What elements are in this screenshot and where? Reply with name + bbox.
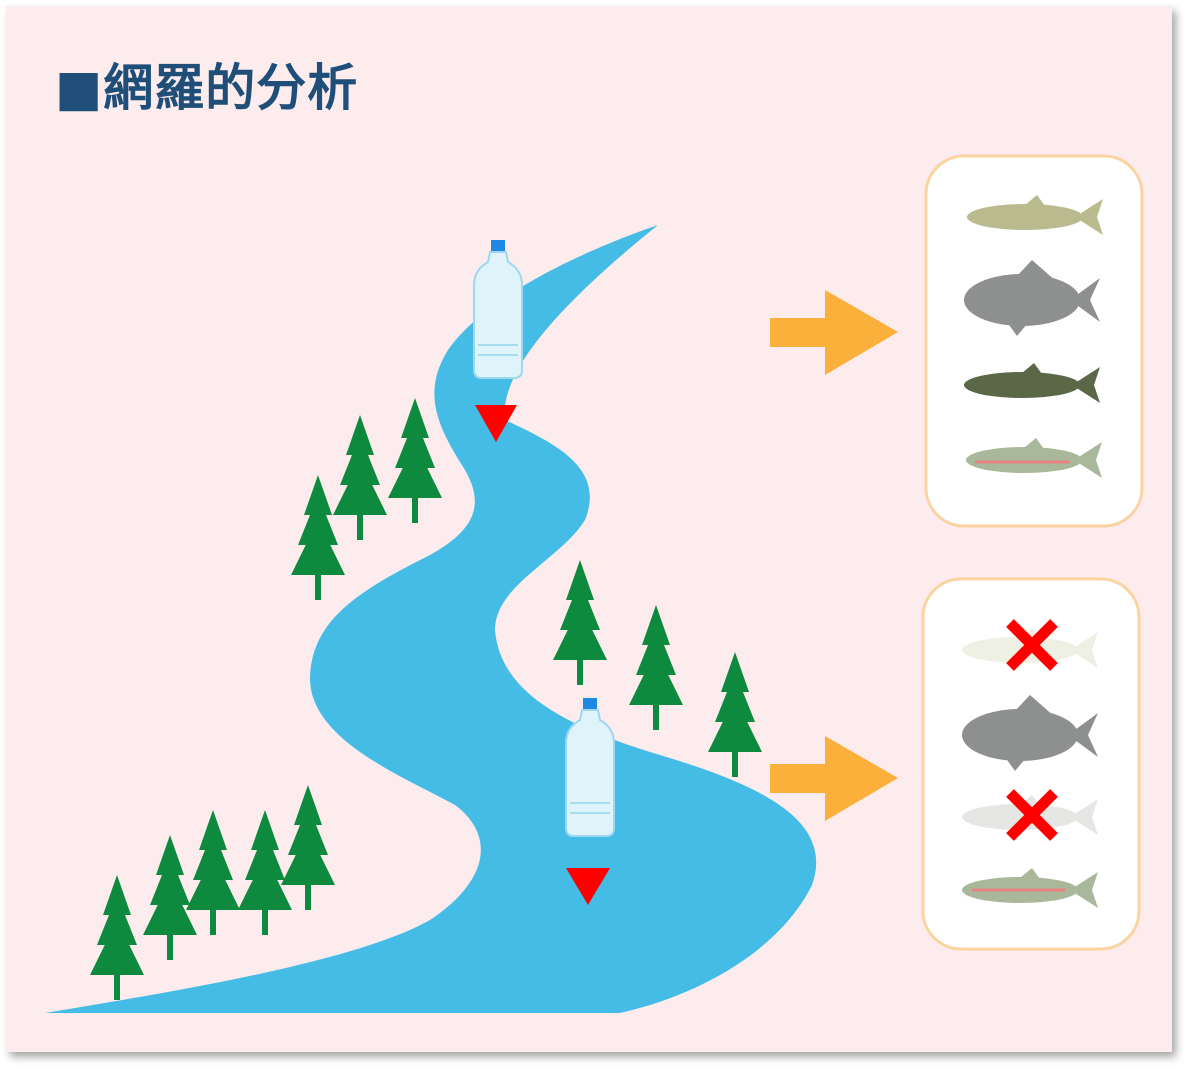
- sampling-point-marker-icon: [566, 868, 610, 905]
- tree-icon: [143, 835, 197, 960]
- river: [45, 225, 817, 1013]
- arrow-right-icon: [770, 290, 898, 375]
- water-bottle-icon: [565, 697, 615, 837]
- tree-icon: [281, 785, 335, 910]
- tree-icon: [388, 398, 442, 523]
- page-title: ■網羅的分析: [55, 59, 359, 117]
- tree-icon: [629, 605, 683, 730]
- tree-icon: [238, 810, 292, 935]
- tree-icon: [333, 415, 387, 540]
- water-bottle-icon: [473, 239, 523, 379]
- tree-icon: [708, 652, 762, 777]
- tree-icon: [553, 560, 607, 685]
- tree-icon: [90, 875, 144, 1000]
- sampling-point-marker-icon: [475, 405, 517, 442]
- upstream-result-box: [924, 154, 1144, 528]
- arrow-right-icon: [770, 736, 898, 821]
- tree-icon: [186, 810, 240, 935]
- downstream-result-box: [921, 577, 1141, 951]
- tree-icon: [291, 475, 345, 600]
